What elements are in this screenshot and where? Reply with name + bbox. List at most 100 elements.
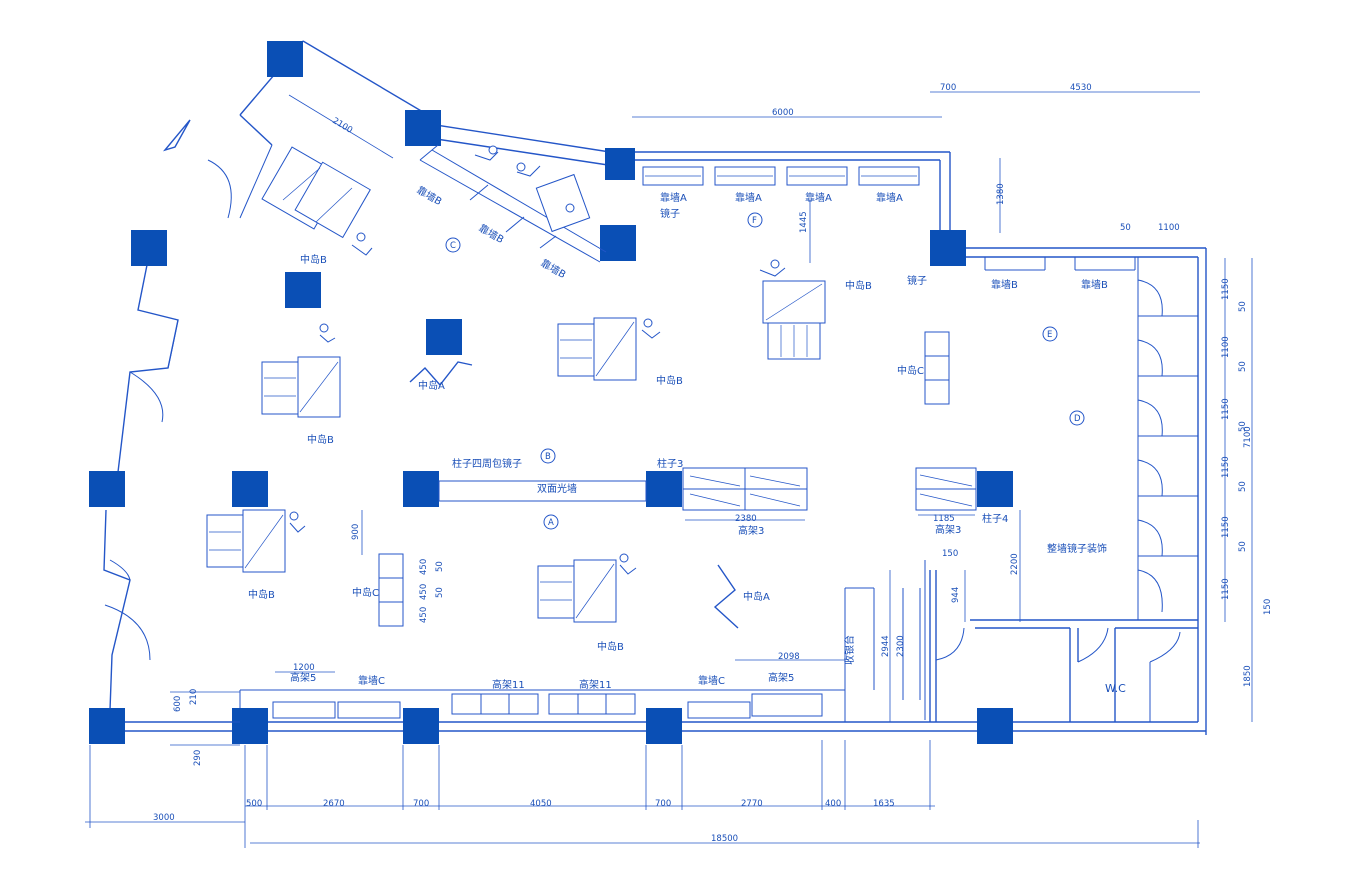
label-full-wall-mirror: 整墙镜子装饰	[1047, 542, 1107, 555]
label-high-rack-11b: 高架11	[579, 678, 612, 691]
dim-700-b2: 700	[655, 799, 671, 809]
marker-d: D	[1069, 410, 1085, 426]
dimension-text: 2100 6000 700 4530 1380 1445 50 1100 115…	[153, 83, 1273, 844]
wall-b-racks-slanted	[419, 144, 607, 263]
high-rack-3-center	[682, 467, 808, 511]
label-wall-b-2: 靠墙B	[477, 221, 507, 246]
marker-c: C	[445, 237, 461, 253]
column	[646, 471, 682, 507]
label-high-rack-5b: 高架5	[768, 671, 794, 684]
wall-a-racks	[642, 166, 920, 186]
person-icon	[351, 232, 373, 256]
dim-600: 600	[173, 696, 183, 712]
light-wall	[438, 480, 647, 502]
column	[285, 272, 321, 308]
high-rack-3-right	[915, 467, 977, 511]
dim-50-1: 50	[1238, 301, 1248, 312]
label-pillar-4: 柱子4	[982, 512, 1008, 525]
dim-2200: 2200	[1010, 553, 1020, 575]
column	[426, 319, 462, 355]
label-island-b-2: 中岛B	[307, 433, 334, 446]
svg-text:C: C	[450, 241, 456, 251]
dim-3000: 3000	[153, 813, 175, 823]
dim-4050: 4050	[530, 799, 552, 809]
dim-2100: 2100	[330, 116, 354, 136]
label-light-wall: 双面光墙	[537, 482, 577, 495]
view-markers: A B C D E F	[445, 212, 1085, 530]
column	[600, 225, 636, 261]
doors	[104, 144, 1181, 722]
label-pillar-3: 柱子3	[657, 457, 683, 470]
label-pillar-mirror: 柱子四周包镜子	[452, 457, 522, 470]
dim-7100: 7100	[1243, 426, 1253, 448]
svg-text:F: F	[752, 216, 757, 226]
island-b-top-left	[261, 146, 371, 239]
dim-1150-1: 1150	[1221, 278, 1231, 300]
dim-50-c2: 50	[435, 587, 445, 598]
marker-b: B	[540, 448, 556, 464]
dim-1150-4: 1150	[1221, 516, 1231, 538]
marker-a: A	[543, 514, 559, 530]
dim-4530: 4530	[1070, 83, 1092, 93]
column	[977, 471, 1013, 507]
compass-arrow-icon	[162, 119, 191, 152]
label-mirror-right: 镜子	[907, 274, 927, 287]
dim-2770: 2770	[741, 799, 763, 809]
fixtures	[206, 144, 1136, 720]
dim-2670: 2670	[323, 799, 345, 809]
column	[267, 41, 303, 77]
label-cashier: 收银台	[843, 635, 856, 665]
dim-900: 900	[351, 524, 361, 540]
dim-50-3: 50	[1238, 421, 1248, 432]
dim-1200: 1200	[293, 663, 315, 673]
island-b-center-lower	[537, 559, 617, 623]
label-island-b-1: 中岛B	[300, 253, 327, 266]
column	[89, 708, 125, 744]
dim-50-top: 50	[1120, 223, 1131, 233]
column	[977, 708, 1013, 744]
label-wall-a-2: 靠墙A	[735, 191, 762, 204]
dim-944: 944	[951, 587, 961, 603]
label-high-rack-5a: 高架5	[290, 671, 316, 684]
label-wall-a-4: 靠墙A	[876, 191, 903, 204]
island-a-left	[409, 361, 473, 387]
dim-2300: 2300	[896, 635, 906, 657]
person-icon	[759, 259, 786, 277]
dimension-lines	[85, 91, 1253, 848]
dim-1380: 1380	[996, 183, 1006, 205]
dim-1150-2: 1150	[1221, 398, 1231, 420]
person-icon	[289, 511, 306, 533]
svg-text:D: D	[1074, 414, 1081, 424]
label-wall-a-1: 靠墙A	[660, 191, 687, 204]
island-b-left-lower	[206, 509, 286, 573]
dim-1185: 1185	[933, 514, 955, 524]
dim-450-3: 450	[419, 607, 429, 623]
label-island-c-2: 中岛C	[352, 586, 379, 599]
label-island-b-5: 中岛B	[597, 640, 624, 653]
dim-150-cash: 150	[942, 549, 958, 559]
label-wall-b-3: 靠墙B	[539, 256, 569, 281]
column	[930, 230, 966, 266]
dim-1100-side: 1100	[1221, 336, 1231, 358]
column	[232, 471, 268, 507]
dim-1445: 1445	[799, 211, 809, 233]
label-island-a-1: 中岛A	[418, 379, 445, 392]
label-high-rack-3b: 高架3	[935, 523, 961, 536]
column	[403, 708, 439, 744]
person-icon	[474, 145, 499, 161]
dim-1150-3: 1150	[1221, 456, 1231, 478]
island-b-right	[762, 280, 826, 360]
label-wall-c-2: 靠墙C	[698, 674, 725, 687]
marker-e: E	[1042, 326, 1058, 342]
marker-f: F	[747, 212, 763, 228]
dim-18500: 18500	[711, 834, 738, 844]
dim-50-c1: 50	[435, 561, 445, 572]
island-c-right	[924, 331, 950, 405]
dim-6000: 6000	[772, 108, 794, 118]
dim-50-5: 50	[1238, 541, 1248, 552]
display-stand-icon	[535, 173, 591, 233]
dim-150-side: 150	[1263, 599, 1273, 615]
label-wall-b-5: 靠墙B	[1081, 278, 1108, 291]
dim-210: 210	[189, 689, 199, 705]
